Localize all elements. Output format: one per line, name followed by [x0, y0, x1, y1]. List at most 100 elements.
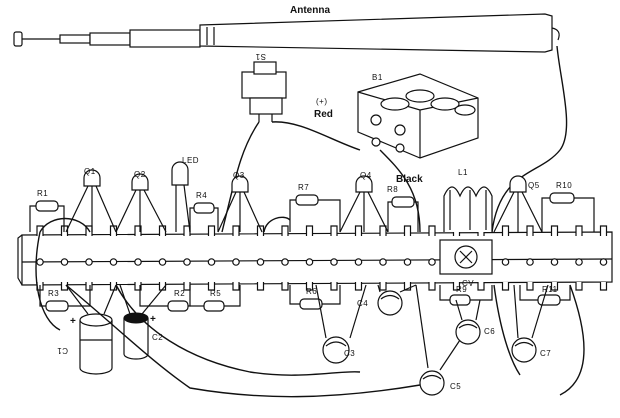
- battery-b1: [357, 73, 479, 159]
- red-label: Red: [314, 109, 333, 120]
- transistor-q2: [115, 173, 167, 233]
- led-label: LED: [182, 156, 199, 165]
- terminal-eyelet: [134, 258, 142, 266]
- terminal-eyelet: [85, 258, 93, 266]
- terminal-lug-top: [207, 225, 216, 236]
- terminal-lug-top: [232, 225, 240, 236]
- terminal-lug-top: [501, 225, 510, 236]
- r1-label: R1: [37, 189, 48, 198]
- terminal-eyelet: [330, 258, 338, 266]
- terminal-eyelet: [575, 258, 583, 266]
- r8-label: R8: [387, 185, 398, 194]
- l1-label: L1: [458, 168, 468, 177]
- terminal-eyelet: [207, 258, 216, 266]
- transistor-q3: [217, 175, 263, 233]
- terminal-lug-top: [403, 225, 412, 236]
- terminal-eyelet: [183, 258, 191, 266]
- r9-label: R9: [456, 285, 467, 294]
- antenna-label: Antenna: [290, 5, 330, 16]
- r3-label: R3: [48, 289, 59, 298]
- terminal-lug-bottom: [305, 282, 314, 291]
- terminal-lug-bottom: [354, 282, 363, 291]
- terminal-eyelet: [305, 258, 314, 266]
- capacitor-c6: [455, 299, 481, 345]
- capacitor-c1: [65, 284, 117, 375]
- led: [171, 161, 191, 233]
- terminal-lug-top: [550, 225, 559, 236]
- resistor-r2: [139, 285, 191, 312]
- plus-label: (+): [316, 97, 328, 106]
- transistor-q4: [339, 175, 389, 233]
- resistor-r10: [541, 192, 595, 232]
- c3-label: C3: [344, 349, 355, 358]
- terminal-lug-top: [575, 225, 583, 236]
- terminal-lug-bottom: [452, 282, 461, 291]
- terminal-lug-top: [305, 225, 314, 236]
- resistor-r9: [439, 285, 493, 306]
- terminal-lug-top: [354, 225, 363, 236]
- terminal-lug-bottom: [281, 282, 289, 291]
- terminal-eyelet: [109, 258, 118, 266]
- r11-label: R11: [542, 285, 558, 294]
- cv-label: CV: [462, 279, 474, 288]
- resistor-r1: [29, 200, 65, 232]
- r5-label: R5: [210, 289, 221, 298]
- terminal-lug-bottom: [256, 282, 265, 291]
- q1-label: Q1: [84, 167, 96, 176]
- capacitor-c2: [119, 284, 167, 360]
- terminal-lug-top: [158, 225, 167, 236]
- c4-label: C4: [357, 299, 368, 308]
- terminal-lug-bottom: [428, 282, 436, 291]
- terminal-eyelet: [232, 258, 240, 266]
- terminal-eyelet: [60, 258, 69, 266]
- switch-s1: [241, 61, 287, 122]
- terminal-lug-bottom: [501, 282, 510, 291]
- terminal-lug-top: [330, 225, 338, 236]
- capacitor-c3: [315, 284, 367, 364]
- terminal-eyelet: [550, 258, 559, 266]
- terminal-eyelet: [501, 258, 510, 266]
- r4-label: R4: [196, 191, 207, 200]
- terminal-lug-bottom: [85, 282, 93, 291]
- c1-polarity: +: [70, 316, 76, 327]
- terminal-lug-bottom: [599, 282, 608, 291]
- black-label: Black: [396, 174, 423, 185]
- s1-label: S1: [255, 52, 266, 61]
- coil-l1: [443, 186, 493, 232]
- terminal-lug-top: [281, 225, 289, 236]
- c7-label: C7: [540, 349, 551, 358]
- resistor-r11: [519, 285, 571, 306]
- terminal-eyelet: [281, 258, 289, 266]
- terminal-eyelet: [354, 258, 363, 266]
- resistor-r5: [190, 285, 241, 312]
- r7-label: R7: [298, 183, 309, 192]
- transistor-q5: [493, 175, 543, 233]
- b1-label: B1: [372, 73, 383, 82]
- terminal-lug-bottom: [232, 282, 240, 291]
- terminal-lug-bottom: [526, 282, 534, 291]
- capacitor-c5: [415, 284, 461, 396]
- c5-label: C5: [450, 382, 461, 391]
- terminal-lugs: [36, 225, 608, 291]
- terminal-eyelet: [379, 258, 387, 266]
- c1-label: C1: [57, 346, 68, 355]
- terminal-eyelet: [428, 258, 436, 266]
- q5-label: Q5: [528, 181, 540, 190]
- terminal-lug-bottom: [550, 282, 559, 291]
- terminal-lug-top: [428, 225, 436, 236]
- transistor-q1: [65, 169, 117, 233]
- capacitor-c4: [377, 284, 417, 316]
- terminal-eyelet: [526, 258, 534, 266]
- terminal-lug-bottom: [575, 282, 583, 291]
- antenna: [13, 13, 560, 53]
- terminal-eyelet: [158, 258, 167, 266]
- resistor-r6: [289, 285, 341, 310]
- r10-label: R10: [556, 181, 572, 190]
- resistor-r4: [189, 202, 219, 232]
- r2-label: R2: [174, 289, 185, 298]
- capacitor-c7: [511, 284, 549, 363]
- terminal-lug-bottom: [330, 282, 338, 291]
- q3-label: Q3: [233, 171, 245, 180]
- variable-capacitor-cv: [439, 239, 493, 275]
